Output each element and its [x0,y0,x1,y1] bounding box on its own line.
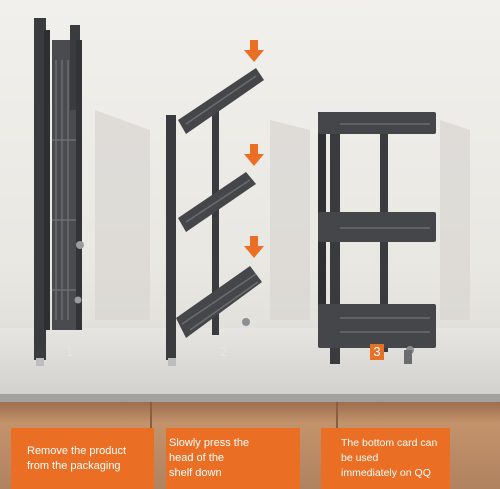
step-number-1: 1 [66,344,74,359]
rack-folded [34,18,84,366]
step-3-caption-box: The bottom card can be used immediately … [321,428,450,489]
step-number-2: 2 [220,344,228,359]
wall-shadows [95,110,470,320]
countertop-edge [0,394,500,402]
step-number-3-badge: 3 [370,344,384,360]
step-2-caption: Slowly press the head of the shelf down [169,437,250,479]
step-3-caption: The bottom card can be used immediately … [341,437,438,479]
step-2-caption-box: Slowly press the head of the shelf down [166,428,300,489]
down-arrow-icon [244,40,264,258]
rack-pressing [166,68,264,366]
step-1-caption-box: Remove the product from the packaging [11,428,154,489]
rack-open [318,112,436,364]
step-1-caption: Remove the product from the packaging [27,444,127,472]
